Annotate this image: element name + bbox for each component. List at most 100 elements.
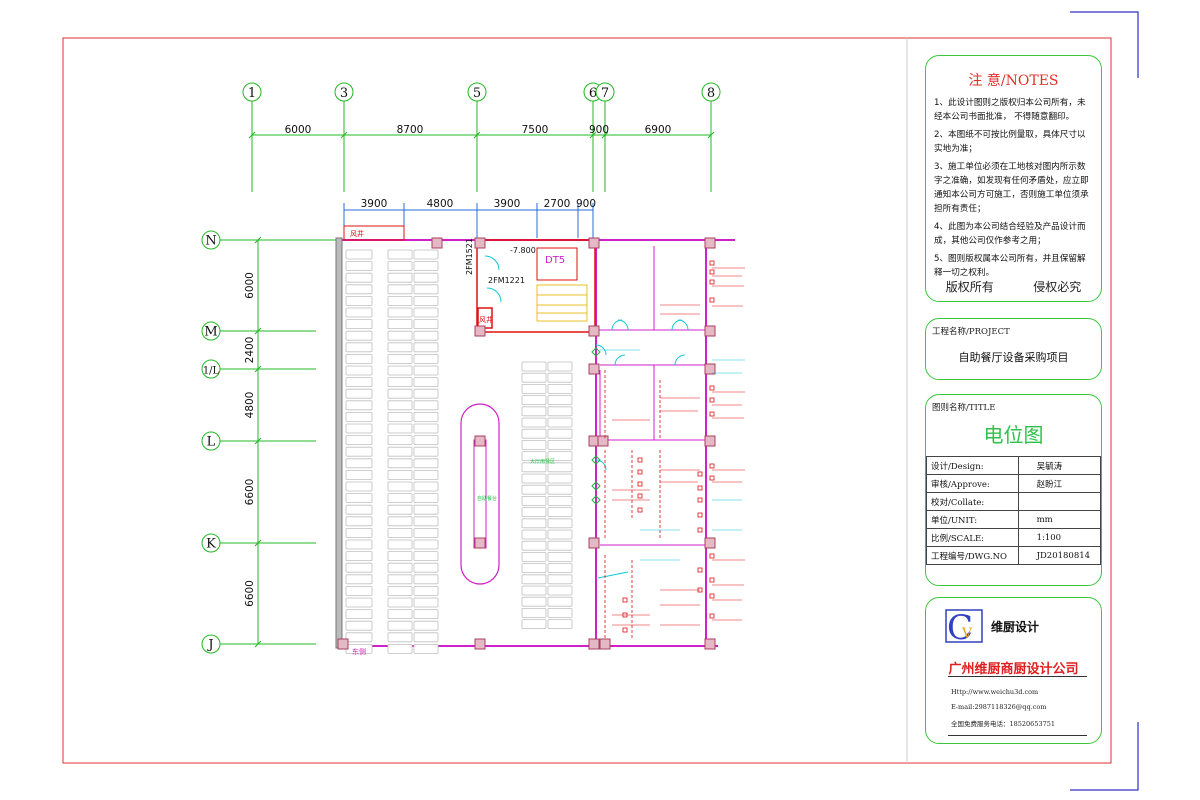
dim-text-second: 4800 — [427, 198, 454, 210]
dining-table — [387, 319, 413, 330]
dim-tick — [254, 539, 262, 547]
outlet-symbol — [709, 269, 715, 275]
axis-label-left: 1/L — [203, 366, 220, 377]
dim-text-left: 6000 — [244, 272, 256, 299]
dining-table — [521, 484, 547, 495]
dining-table — [521, 495, 547, 506]
outlet-symbol — [697, 512, 703, 518]
dining-table — [387, 504, 413, 515]
drawing-frame — [62, 37, 1112, 764]
column — [704, 237, 716, 249]
dining-table — [413, 388, 439, 399]
dining-table — [387, 435, 413, 446]
fan-room-top — [343, 225, 405, 241]
dining-table — [387, 365, 413, 376]
outlet-symbol — [637, 457, 643, 463]
buffet-label: 自助餐台 — [477, 495, 497, 502]
dining-table — [547, 574, 573, 585]
dining-table — [547, 518, 573, 529]
dining-table — [387, 458, 413, 469]
dining-table — [547, 428, 573, 439]
door-tag-1: 2FM1521 — [465, 238, 474, 275]
dining-table — [521, 383, 547, 394]
dining-table — [345, 574, 373, 585]
dining-table — [345, 365, 373, 376]
dining-table — [413, 597, 439, 608]
dining-table — [521, 417, 547, 428]
dining-table — [413, 551, 439, 561]
dining-table — [387, 272, 413, 283]
dining-table — [387, 539, 413, 550]
fan-room-core-label: 风井 — [479, 315, 493, 324]
dining-table — [345, 469, 373, 480]
axis-label-left: M — [204, 325, 217, 340]
dining-table — [547, 540, 573, 551]
column — [588, 363, 600, 375]
dining-table — [345, 481, 373, 492]
outlet-symbol — [709, 613, 715, 619]
dining-table — [413, 249, 439, 260]
dining-table — [547, 585, 573, 596]
outlet-symbol — [709, 553, 715, 559]
dining-table — [547, 529, 573, 540]
dining-table — [413, 377, 439, 388]
corner-mark-top-right — [1070, 11, 1139, 78]
column — [704, 435, 716, 447]
doors — [595, 319, 689, 579]
axis-label-left: L — [207, 435, 216, 450]
dining-table — [521, 406, 547, 417]
dim-text-left: 4800 — [244, 392, 256, 419]
axis-label-top: 5 — [473, 86, 481, 101]
dining-table — [387, 528, 413, 538]
dining-table — [521, 451, 547, 462]
dining-table — [345, 504, 373, 515]
dining-table — [345, 609, 373, 619]
dining-table — [547, 406, 573, 417]
dining-table — [387, 446, 413, 457]
column — [474, 537, 486, 549]
dining-table — [345, 307, 373, 318]
dining-table — [413, 644, 439, 654]
dining-table — [387, 516, 413, 527]
dining-table — [413, 330, 439, 341]
dining-table — [547, 619, 573, 629]
dining-table — [387, 261, 413, 272]
dining-table — [387, 609, 413, 619]
dining-table — [413, 342, 439, 353]
outlet-symbol — [697, 471, 703, 477]
outlet-symbol — [709, 279, 715, 285]
outlet-symbol — [709, 463, 715, 469]
dining-table — [521, 596, 547, 607]
dining-table — [413, 539, 439, 550]
gas-symbol — [591, 455, 601, 465]
axis-label-left: N — [205, 234, 216, 249]
dining-table — [345, 620, 373, 631]
axis-label-top: 3 — [340, 86, 348, 101]
dim-tick — [707, 131, 715, 139]
dining-table — [521, 585, 547, 596]
dining-table — [413, 284, 439, 295]
dining-table — [521, 552, 547, 562]
dining-table — [547, 395, 573, 406]
dim-text-second: 2700 — [544, 198, 571, 210]
dining-table — [345, 446, 373, 457]
dining-table — [521, 428, 547, 439]
dining-table — [345, 261, 373, 272]
dining-table — [345, 353, 373, 364]
dim-text-left: 6600 — [244, 479, 256, 506]
buffet-station-inner — [473, 439, 487, 549]
gas-symbol — [591, 347, 601, 357]
outlet-symbol — [709, 577, 715, 583]
dining-table — [413, 353, 439, 364]
dining-table — [413, 516, 439, 527]
dining-table — [345, 411, 373, 422]
dining-table — [387, 586, 413, 596]
dim-text-top: 900 — [589, 124, 609, 136]
dining-table — [521, 507, 547, 518]
dining-table — [547, 473, 573, 484]
axis-label-left: J — [206, 638, 213, 653]
dining-table — [345, 272, 373, 283]
column — [704, 537, 716, 549]
dining-table — [387, 481, 413, 492]
